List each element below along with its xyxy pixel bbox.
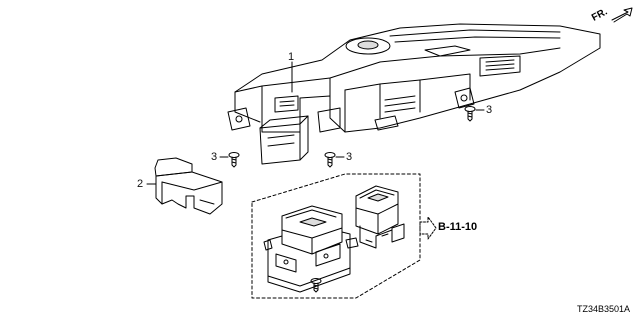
screw-left [228,152,240,168]
reference-label[interactable]: B-11-10 [438,221,478,233]
callout-1: 1 [288,51,295,63]
part-code: TZ34B3501A [576,304,630,314]
screw-bottom [310,278,322,293]
callout-2: 2 [137,178,144,190]
reference-arrow [419,216,437,240]
switch-cover [154,157,223,215]
front-direction-arrow [611,7,633,23]
switch-assembly-right [355,185,405,249]
callout-3-right: 3 [486,104,493,116]
assembly-dashed-box [251,173,421,299]
screw-right [464,106,476,122]
screw-center [324,152,336,168]
callout-3-center: 3 [346,151,353,163]
switch-assembly-left [263,205,359,293]
console-switch-panel [227,23,601,165]
callout-3-left: 3 [211,151,218,163]
